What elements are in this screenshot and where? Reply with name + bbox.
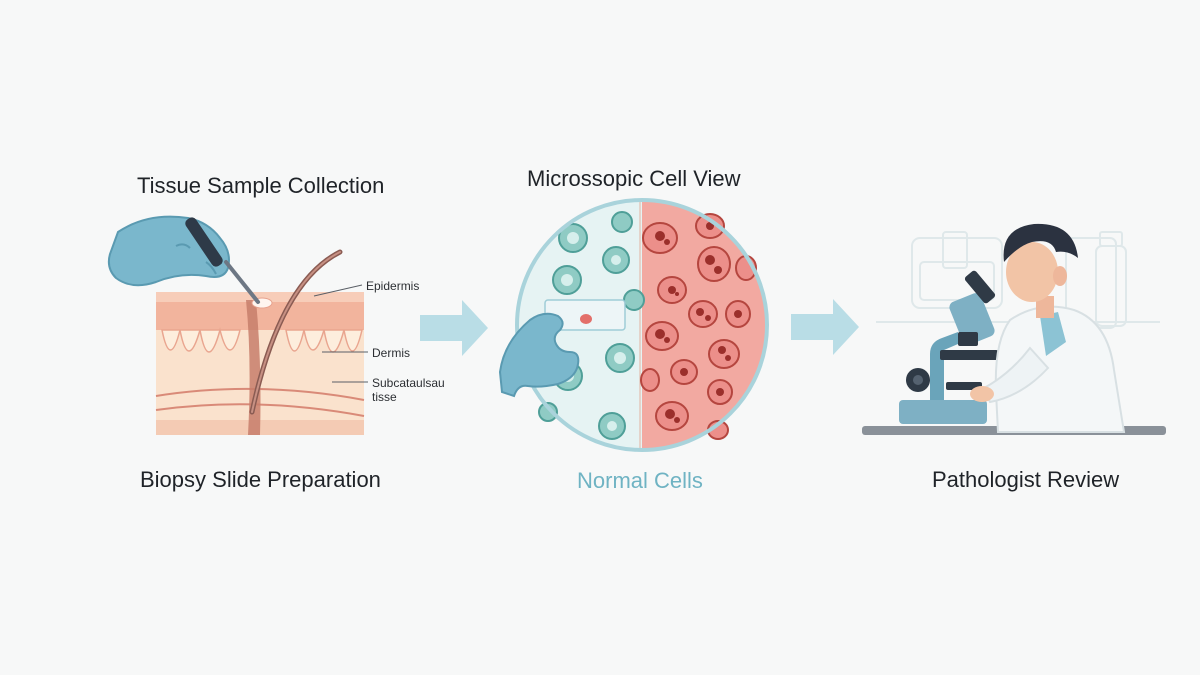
subcutaneous-label: Subcataulsau tisse: [372, 376, 462, 404]
epidermis-label: Epidermis: [366, 279, 419, 293]
skin-cross-section: [156, 292, 364, 435]
tissue-sample-collection-title: Tissue Sample Collection: [137, 173, 384, 199]
flow-arrow-2: [791, 299, 859, 355]
flow-arrow-1: [420, 300, 488, 356]
normal-cells-caption: Normal Cells: [577, 468, 703, 494]
pathologist-review-caption: Pathologist Review: [932, 467, 1119, 493]
biopsy-slide-preparation-caption: Biopsy Slide Preparation: [140, 467, 381, 493]
microscopic-cell-view-title: Microssopic Cell View: [527, 166, 741, 192]
dermis-label: Dermis: [372, 346, 410, 360]
